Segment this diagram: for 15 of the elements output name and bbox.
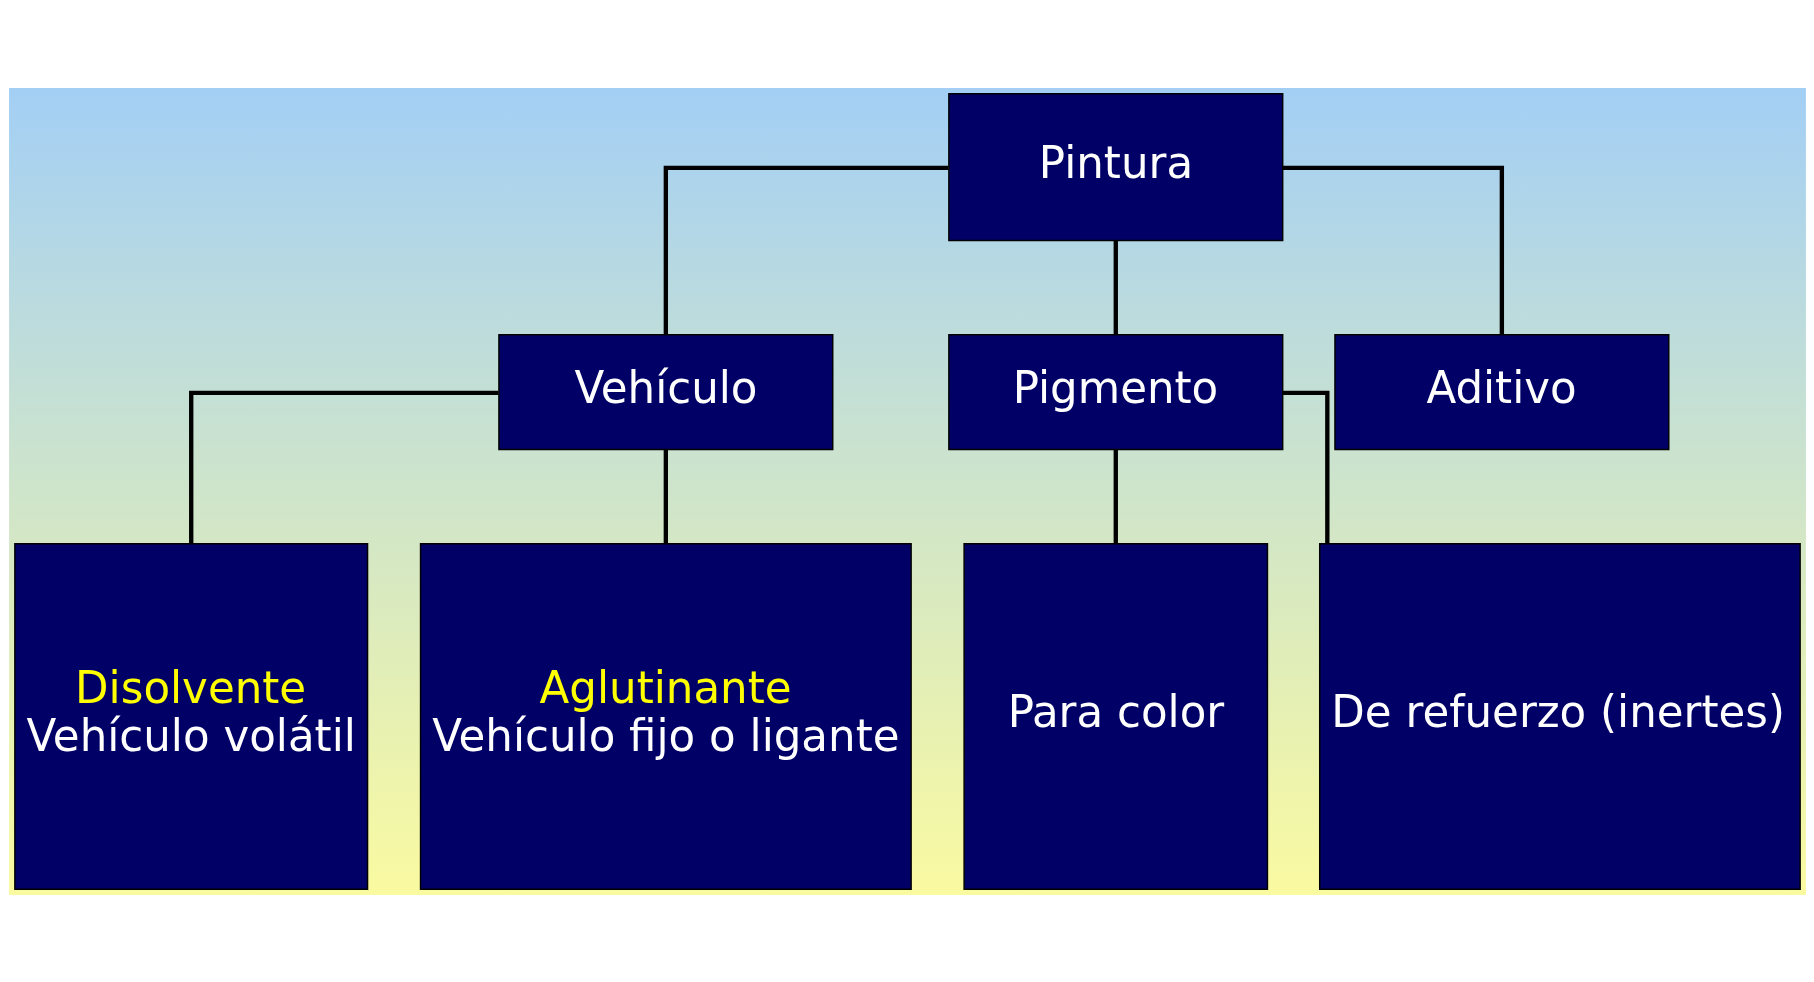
connector [1282,390,1329,544]
node-box: Disolvente Vehículo volátil [13,542,368,890]
node-box: Para color [962,542,1268,890]
node-box: Aditivo [1333,333,1669,450]
node-box: Aglutinante Vehículo fijo o ligante [419,542,912,890]
connector [188,390,498,544]
connector [663,449,668,543]
connector [1113,240,1118,335]
connector [1113,449,1118,543]
connector [663,165,948,334]
node-box: Pigmento [947,333,1283,450]
node-box: Pintura [947,92,1283,241]
node-box: De refuerzo (inertes) [1318,542,1801,890]
connector [1282,165,1504,334]
node-box: Vehículo [497,333,833,450]
